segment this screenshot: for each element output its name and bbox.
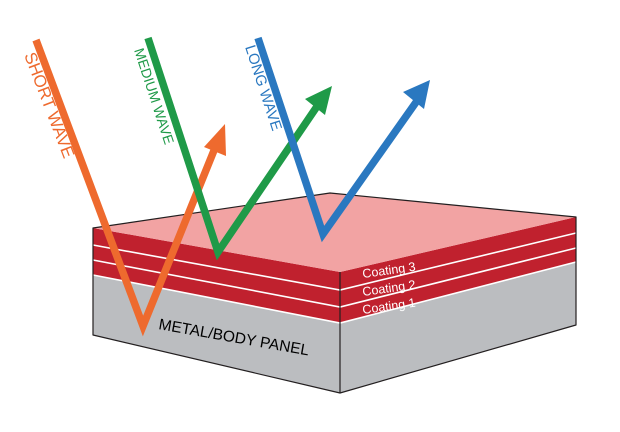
- coating-2-front-face: [93, 245, 340, 307]
- panel-outline: [92, 192, 577, 394]
- metal-panel-side-face: [340, 262, 576, 393]
- medium-wave-arrow: [144, 36, 332, 261]
- coating-2-side-face: [340, 233, 576, 307]
- coating-3-side-face: [340, 217, 576, 290]
- coating-1-front-face: [93, 260, 340, 323]
- top-coating-surface: [93, 193, 576, 272]
- coating-1-side-face: [340, 248, 576, 323]
- short-wave-arrow: [32, 38, 226, 337]
- long-wave-arrow: [254, 36, 430, 243]
